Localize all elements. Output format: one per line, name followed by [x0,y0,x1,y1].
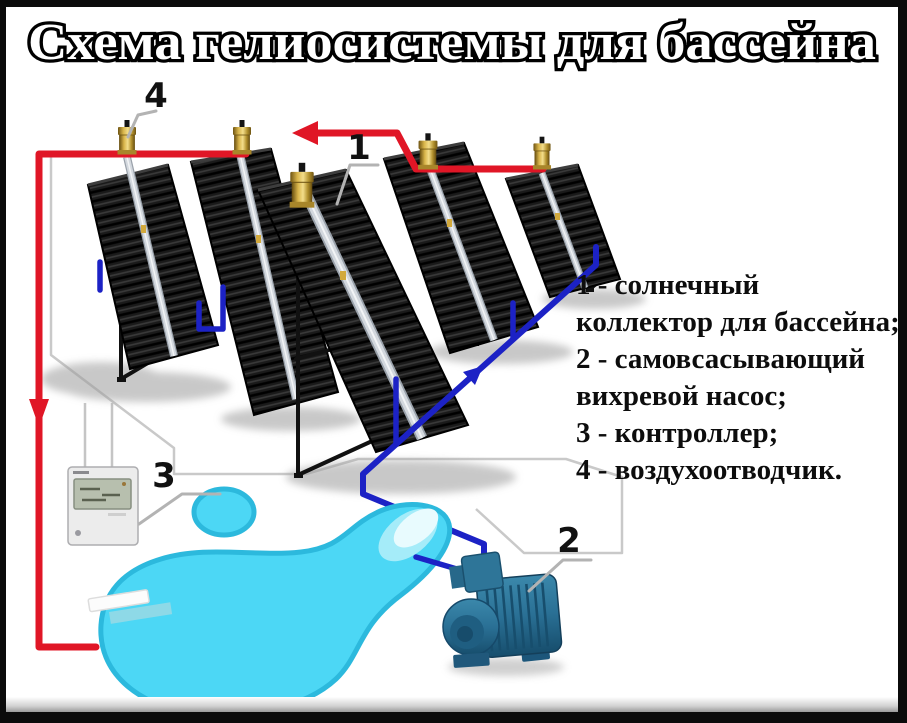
controller [67,466,139,546]
hot-pipe [29,121,547,651]
callout-line-pump [527,558,593,593]
label-pump: 2 [557,521,581,561]
diving-board [87,589,173,624]
diagram-canvas: Схема гелиосистемы для бассейна [6,11,898,712]
legend: 1 - солнечный коллектор для бассейна; 2 … [576,267,900,489]
solar-collector [256,168,470,478]
controller-wires [83,403,114,468]
legend-item-collector: 1 - солнечный коллектор для бассейна; [576,269,900,338]
callout-line-controller [137,492,222,526]
air-vent-valve [532,136,552,170]
bottom-shadow [6,697,898,712]
solar-collector [382,141,540,355]
air-vent-valve [288,162,316,209]
solar-collector [189,147,340,417]
label-collector: 1 [347,128,371,168]
roof-outline [49,157,624,555]
pump [442,551,564,676]
label-controller: 3 [152,456,176,496]
air-vent-valve [417,132,439,171]
air-vent-valve [232,119,252,155]
cold-pipe [97,244,599,573]
label-air-vent: 4 [144,76,168,116]
legend-item-pump: 2 - самовсасывающий вихревой насос; [576,343,866,412]
solar-collector [86,156,220,382]
pool [98,486,453,712]
flow-arrow-left [292,121,318,145]
legend-item-air-vent: 4 - воздухоотводчик. [576,454,842,486]
page-title: Схема гелиосистемы для бассейна [28,14,876,71]
flow-arrow-up [463,366,483,385]
callout-line-air-vent [126,109,158,139]
legend-item-controller: 3 - контроллер; [576,417,779,449]
callout-line-collector [335,163,380,206]
flow-arrow-down [29,399,49,427]
